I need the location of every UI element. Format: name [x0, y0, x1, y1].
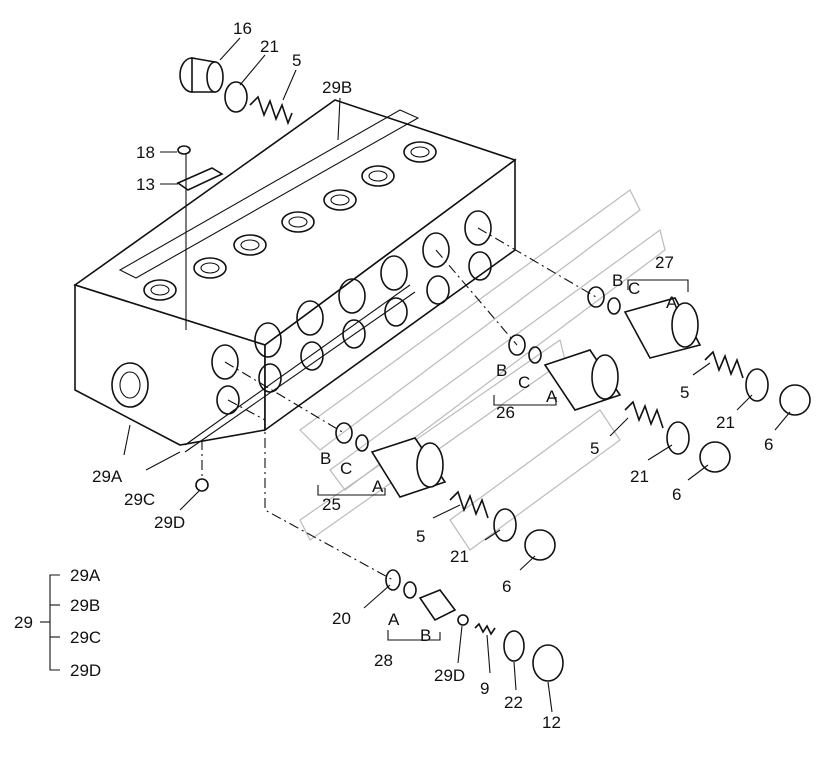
legend-parent-29: 29 — [14, 613, 33, 632]
label-29A: 29A — [92, 467, 123, 486]
label-27-A: A — [666, 293, 678, 312]
label-25-B: B — [320, 449, 331, 468]
label-26-C: C — [518, 373, 530, 392]
label-27-C: C — [628, 279, 640, 298]
label-16: 16 — [233, 19, 252, 38]
label-29D-lower: 29D — [434, 666, 465, 685]
valve-block — [73, 99, 517, 453]
legend-29: 29 29A 29B 29C 29D — [14, 566, 101, 680]
spring-5 — [249, 95, 293, 126]
label-25-A: A — [372, 477, 384, 496]
legend-item-29A: 29A — [70, 566, 101, 585]
plate-and-screw — [160, 145, 224, 330]
center-lines — [201, 227, 597, 581]
label-6-25: 6 — [502, 577, 511, 596]
label-21-25: 21 — [450, 547, 469, 566]
label-21-27: 21 — [716, 413, 735, 432]
label-12: 12 — [542, 713, 561, 732]
label-21: 21 — [260, 37, 279, 56]
label-6-26: 6 — [672, 485, 681, 504]
label-20: 20 — [332, 609, 351, 628]
cluster-25 — [335, 422, 556, 561]
label-5-26: 5 — [590, 439, 599, 458]
label-13: 13 — [136, 175, 155, 194]
label-22: 22 — [504, 693, 523, 712]
part-labels: 16 21 5 29B 18 13 27 B C A 5 21 6 B C A … — [92, 19, 773, 732]
label-28-A: A — [388, 610, 400, 629]
label-28-B: B — [420, 626, 431, 645]
label-5-25: 5 — [416, 527, 425, 546]
top-ports — [143, 141, 437, 301]
legend-item-29C: 29C — [70, 628, 101, 647]
legend-item-29B: 29B — [70, 596, 100, 615]
legend-item-29D: 29D — [70, 661, 101, 680]
label-26: 26 — [496, 403, 515, 422]
label-5: 5 — [292, 51, 301, 70]
cluster-26 — [508, 334, 731, 473]
o-ring-21 — [224, 81, 248, 113]
label-29B: 29B — [322, 78, 352, 97]
label-26-B: B — [496, 361, 507, 380]
label-25: 25 — [322, 495, 341, 514]
ball-29D — [195, 478, 209, 492]
label-29D: 29D — [154, 513, 185, 532]
label-18: 18 — [136, 143, 155, 162]
label-21-26: 21 — [630, 467, 649, 486]
leader-lines — [123, 37, 791, 713]
label-25-C: C — [340, 459, 352, 478]
label-28: 28 — [374, 651, 393, 670]
label-9: 9 — [480, 679, 489, 698]
label-5-27: 5 — [680, 383, 689, 402]
label-27: 27 — [655, 253, 674, 272]
plug-16 — [179, 57, 224, 93]
cluster-27 — [587, 286, 811, 416]
front-ports — [211, 210, 492, 415]
cluster-28 — [385, 569, 564, 682]
label-27-B: B — [612, 271, 623, 290]
label-26-A: A — [546, 387, 558, 406]
label-29C: 29C — [124, 490, 155, 509]
label-6-27: 6 — [764, 435, 773, 454]
